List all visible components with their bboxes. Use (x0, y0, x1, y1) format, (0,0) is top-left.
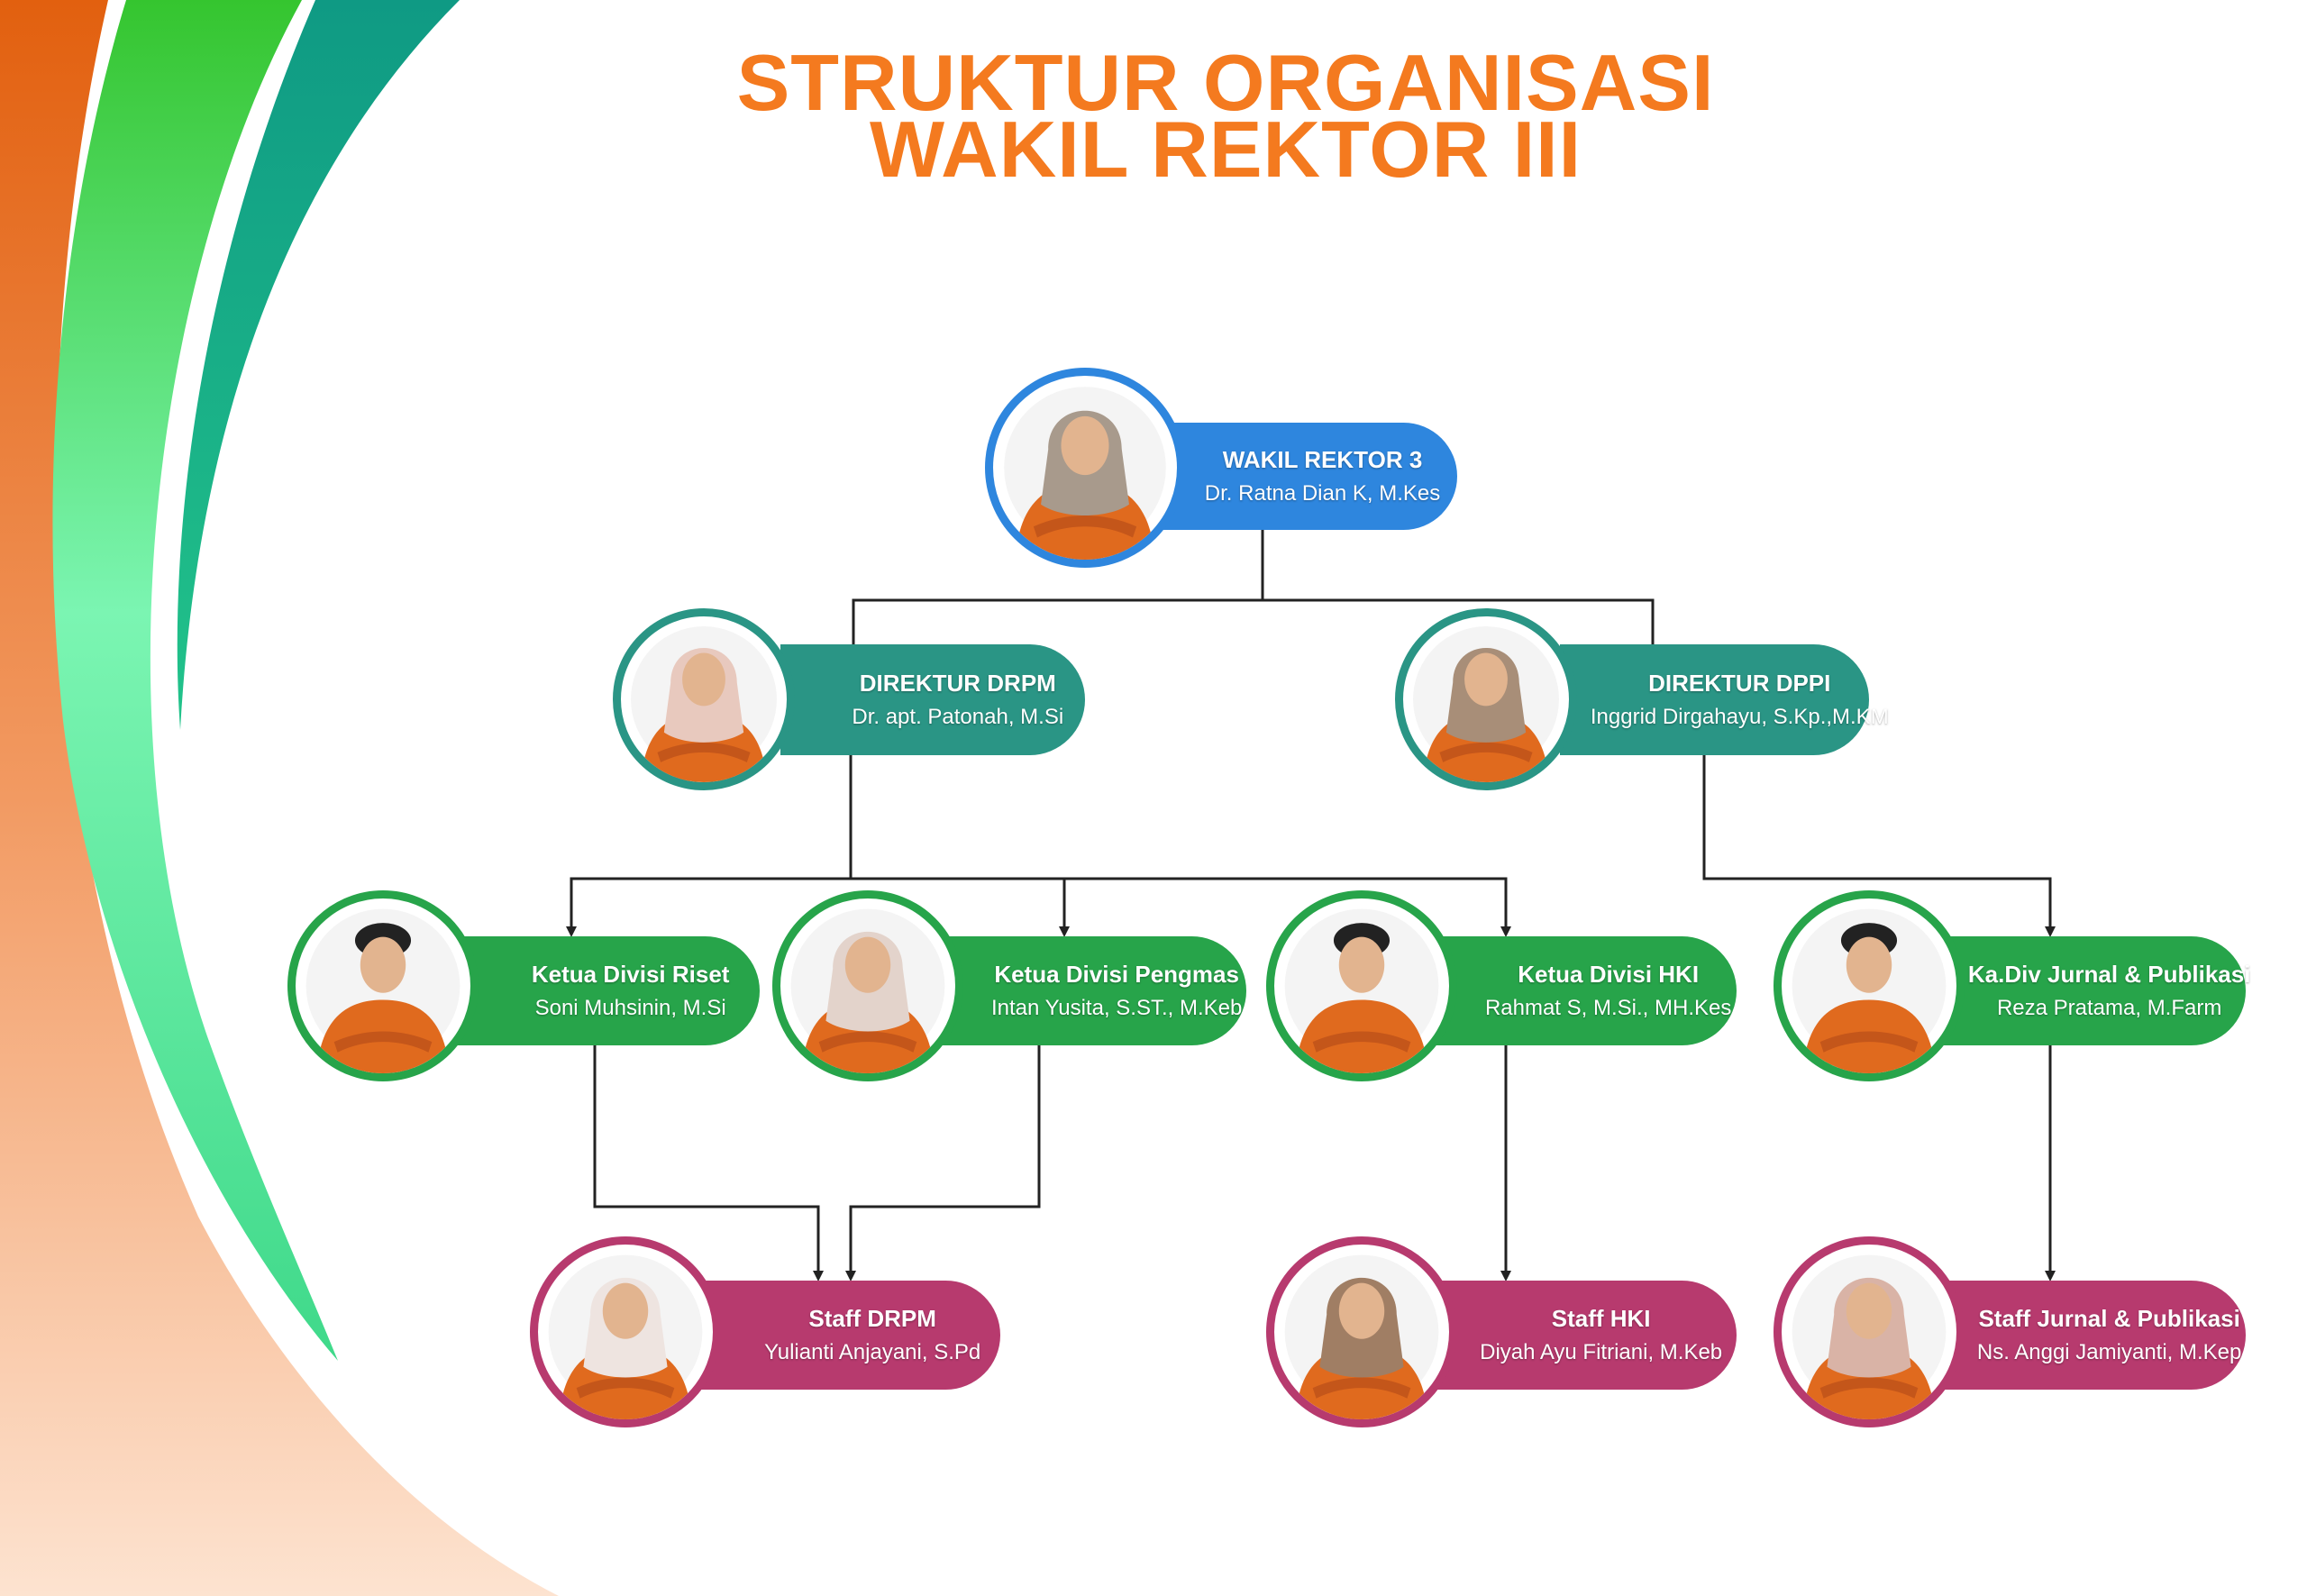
node-role: Staff HKI (1551, 1305, 1651, 1332)
node-label-box: WAKIL REKTOR 3 Dr. Ratna Dian K, M.Kes (1133, 423, 1457, 530)
connector-lines (570, 530, 2052, 1278)
person-photo (1774, 1236, 1965, 1427)
person-avatar-icon (1284, 1254, 1439, 1419)
person-avatar-icon (790, 908, 945, 1073)
node-role: DIREKTUR DPPI (1648, 670, 1831, 697)
node-label-box: Ketua Divisi HKI Rahmat S, M.Si., MH.Kes (1427, 936, 1737, 1045)
person-avatar-icon (1004, 387, 1166, 560)
person-photo (1395, 608, 1577, 790)
page-title-line-2: WAKIL REKTOR III (869, 105, 1582, 194)
person-avatar-icon (1792, 1254, 1947, 1419)
person-photo (1266, 1236, 1457, 1427)
person-avatar-icon (1284, 908, 1439, 1073)
node-label-box: DIREKTUR DPPI Inggrid Dirgahayu, S.Kp.,M.… (1560, 644, 1889, 755)
person-avatar-icon (305, 908, 460, 1073)
teal-swoosh (177, 0, 460, 730)
person-photo (985, 368, 1185, 568)
person-avatar-icon (1792, 908, 1947, 1073)
person-photo (1774, 890, 1965, 1081)
person-avatar-icon (1413, 626, 1559, 782)
node-person-name: Diyah Ayu Fitriani, M.Keb (1480, 1340, 1723, 1364)
node-role: DIREKTUR DRPM (859, 670, 1056, 697)
person-photo (287, 890, 479, 1081)
node-person-name: Dr. apt. Patonah, M.Si (852, 705, 1064, 729)
green-swoosh (52, 0, 338, 1361)
node-label-box: Staff HKI Diyah Ayu Fitriani, M.Keb (1413, 1281, 1737, 1390)
person-avatar-icon (631, 626, 777, 782)
node-role: Ketua Divisi Riset (531, 961, 730, 988)
node-role: WAKIL REKTOR 3 (1222, 446, 1423, 473)
node-person-name: Yulianti Anjayani, S.Pd (764, 1340, 981, 1364)
node-person-name: Ns. Anggi Jamiyanti, M.Kep (1976, 1340, 2242, 1364)
node-person-name: Inggrid Dirgahayu, S.Kp.,M.KM (1590, 705, 1889, 729)
person-photo (613, 608, 795, 790)
arrowheads (566, 926, 2056, 1281)
node-role: Ka.Div Jurnal & Publikasi (1967, 961, 2251, 988)
person-avatar-icon (548, 1254, 703, 1419)
node-person-name: Dr. Ratna Dian K, M.Kes (1204, 481, 1441, 506)
page-title-line-1: STRUKTUR ORGANISASI (736, 38, 1715, 127)
node-label-box: DIREKTUR DRPM Dr. apt. Patonah, M.Si (780, 644, 1085, 755)
node-role: Staff DRPM (808, 1305, 936, 1332)
node-person-name: Reza Pratama, M.Farm (1996, 996, 2222, 1020)
node-person-name: Rahmat S, M.Si., MH.Kes (1484, 996, 1732, 1020)
person-photo (1266, 890, 1457, 1081)
node-role: Staff Jurnal & Publikasi (1978, 1305, 2240, 1332)
orange-swoosh (0, 0, 559, 1596)
node-label-box: Staff DRPM Yulianti Anjayani, S.Pd (692, 1281, 1000, 1390)
node-role: Ketua Divisi Pengmas (994, 961, 1239, 988)
node-person-name: Soni Muhsinin, M.Si (534, 996, 726, 1020)
node-person-name: Intan Yusita, S.ST., M.Keb (990, 996, 1243, 1020)
person-photo (772, 890, 963, 1081)
person-photo (530, 1236, 721, 1427)
node-role: Ketua Divisi HKI (1518, 961, 1700, 988)
